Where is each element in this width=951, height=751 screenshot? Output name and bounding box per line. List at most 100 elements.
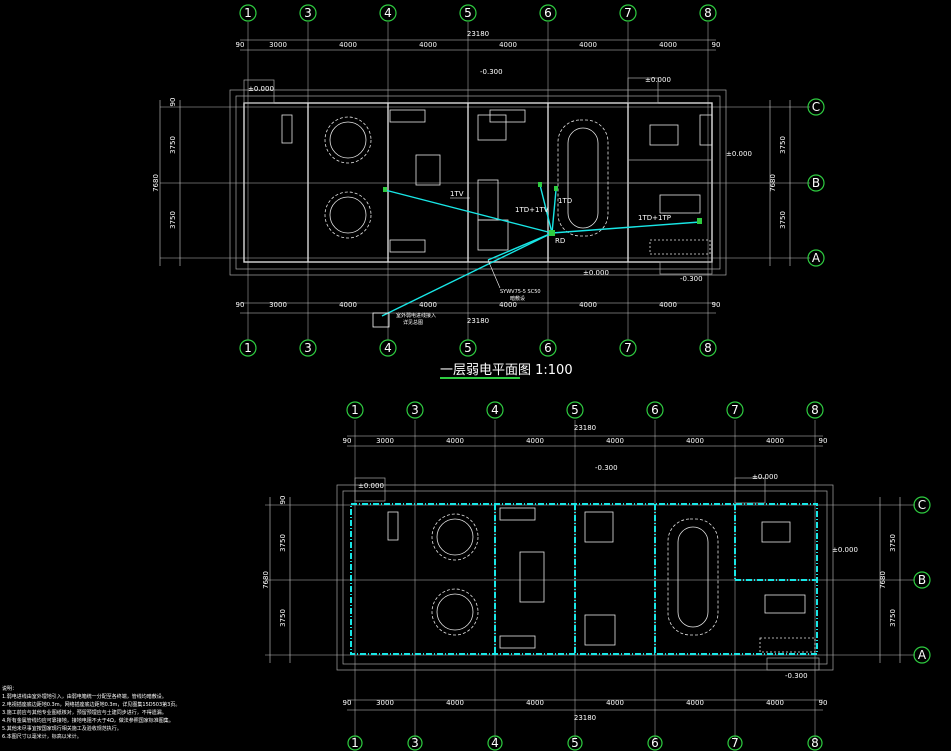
axis-bot-5: 5 (571, 403, 579, 417)
bottom-furniture (387, 507, 816, 653)
tp-outlet-icon (697, 218, 702, 224)
bot-dim-edge-right: 90 (819, 437, 828, 445)
top-dim-edge-right: 90 (712, 41, 721, 49)
bot-dim-row-1: 3750 (279, 534, 287, 552)
axis-bot-3: 3 (411, 403, 419, 417)
bottom-axis-bubbles: 1 3 4 5 6 7 8 1 3 4 5 6 7 8 C B A (346, 401, 931, 751)
bot-dim-b-bay-1: 3000 (376, 699, 394, 707)
top-dim-b-bay-2: 4000 (339, 301, 357, 309)
axis-top-row-b: B (812, 176, 820, 190)
axis-bot-row-a: A (918, 648, 927, 662)
axis-top-b-5: 5 (464, 341, 472, 355)
top-dim-b-edge-right: 90 (712, 301, 721, 309)
top-dim-row-2-right: 3750 (779, 211, 787, 229)
bottom-grounding-loop (350, 503, 818, 655)
top-dim-b-bay-1: 3000 (269, 301, 287, 309)
bot-dim-total: 23180 (574, 424, 596, 432)
axis-top-b-7: 7 (624, 341, 632, 355)
bot-dim-row-edge: 90 (279, 496, 287, 505)
top-dim-bay-2: 4000 (339, 41, 357, 49)
tv-outlet-icon (383, 187, 387, 192)
td-outlet-icon (538, 182, 542, 187)
axis-top-8: 8 (704, 6, 712, 20)
note-3: 3.施工前应与其他专业图纸核对，预留预埋应与土建同步进行，不得遗漏。 (2, 709, 167, 716)
top-dim-b-bay-3: 4000 (419, 301, 437, 309)
entry-box-icon (372, 312, 390, 328)
label-cable: SYWV75-5 SC50 (500, 289, 541, 295)
bot-dim-b-bay-5: 4000 (686, 699, 704, 707)
axis-bot-b-5: 5 (571, 736, 579, 750)
label-rd: RD (555, 237, 565, 245)
axis-top-row-c: C (812, 100, 820, 114)
top-dim-bay-4: 4000 (499, 41, 517, 49)
bot-dim-b-total: 23180 (574, 714, 596, 722)
bot-dim-bay-4: 4000 (606, 437, 624, 445)
note-6: 6.本图尺寸以毫米计，标高以米计。 (2, 733, 82, 740)
td-outlet-2-icon (554, 186, 558, 191)
bot-dim-b-bay-3: 4000 (526, 699, 544, 707)
bot-dim-b-edge-left: 90 (343, 699, 352, 707)
axis-top-b-6: 6 (544, 341, 552, 355)
axis-top-b-4: 4 (384, 341, 392, 355)
bot-dim-row-2: 3750 (279, 609, 287, 627)
top-level-zero-side: ±0.000 (726, 150, 752, 158)
bot-dim-bay-1: 3000 (376, 437, 394, 445)
bot-dim-bay-3: 4000 (526, 437, 544, 445)
axis-bot-7: 7 (731, 403, 739, 417)
axis-bot-8: 8 (811, 403, 819, 417)
top-dim-edge-left: 90 (236, 41, 245, 49)
top-level-zero-right: ±0.000 (645, 76, 671, 84)
top-level-neg-bottom: -0.300 (680, 275, 703, 283)
axis-bot-row-b: B (918, 573, 926, 587)
bot-dim-row-1-right: 3750 (889, 534, 897, 552)
axis-bot-b-6: 6 (651, 736, 659, 750)
bot-dim-b-bay-2: 4000 (446, 699, 464, 707)
bot-level-zero-side: ±0.000 (832, 546, 858, 554)
top-dim-b-bay-6: 4000 (659, 301, 677, 309)
bot-dim-edge-left: 90 (343, 437, 352, 445)
top-dim-row-2: 3750 (169, 211, 177, 229)
top-dim-row-edge: 90 (169, 98, 177, 107)
axis-top-6: 6 (544, 6, 552, 20)
axis-top-1: 1 (244, 6, 252, 20)
axis-top-b-8: 8 (704, 341, 712, 355)
axis-top-b-1: 1 (244, 341, 252, 355)
top-dim-row-1-right: 3750 (779, 136, 787, 154)
bot-dim-bay-5: 4000 (686, 437, 704, 445)
design-notes: 说明： 1.弱电进线由室外埋地引入，由弱电箱统一分配至各终端，管线均暗敷设。 2… (2, 685, 180, 740)
bottom-plan: 90 3000 4000 4000 4000 4000 4000 90 2318… (262, 401, 931, 751)
bot-dim-b-bay-6: 4000 (766, 699, 784, 707)
bot-level-center: -0.300 (595, 464, 618, 472)
note-2: 2.电视插座底边距地0.3m，网络插座底边距地0.3m，详见图集15D503第3… (2, 701, 180, 708)
note-0: 说明： (2, 685, 17, 692)
top-axis-bubbles: 1 3 4 5 6 7 8 1 3 4 5 6 7 8 C B A (239, 4, 825, 357)
top-dim-bay-6: 4000 (659, 41, 677, 49)
axis-top-4: 4 (384, 6, 392, 20)
top-level-zero-left: ±0.000 (248, 85, 274, 93)
top-dim-total: 23180 (467, 30, 489, 38)
label-1td: 1TD (558, 197, 572, 205)
bot-dim-row-total: 7680 (262, 571, 270, 589)
axis-bot-row-c: C (918, 498, 926, 512)
bottom-building-walls (336, 477, 834, 671)
note-1: 1.弱电进线由室外埋地引入，由弱电箱统一分配至各终端，管线均暗敷设。 (2, 693, 167, 700)
axis-top-b-3: 3 (304, 341, 312, 355)
top-dim-bay-5: 4000 (579, 41, 597, 49)
axis-bot-b-8: 8 (811, 736, 819, 750)
axis-bot-4: 4 (491, 403, 499, 417)
top-dim-b-edge-left: 90 (236, 301, 245, 309)
label-1tv: 1TV (450, 190, 464, 198)
bot-dim-row-total-right: 7680 (879, 571, 887, 589)
top-plan: 90 3000 4000 4000 4000 4000 4000 90 2318… (152, 4, 825, 379)
top-dim-b-bay-5: 4000 (579, 301, 597, 309)
axis-top-7: 7 (624, 6, 632, 20)
bot-dim-b-edge-right: 90 (819, 699, 828, 707)
top-dim-row-total: 7680 (152, 174, 160, 192)
top-dim-b-bay-4: 4000 (499, 301, 517, 309)
top-dim-b-total: 23180 (467, 317, 489, 325)
bot-dim-bay-6: 4000 (766, 437, 784, 445)
top-dim-bay-1: 3000 (269, 41, 287, 49)
bot-dim-bay-2: 4000 (446, 437, 464, 445)
label-1td-1tp: 1TD+1TP (638, 214, 671, 222)
